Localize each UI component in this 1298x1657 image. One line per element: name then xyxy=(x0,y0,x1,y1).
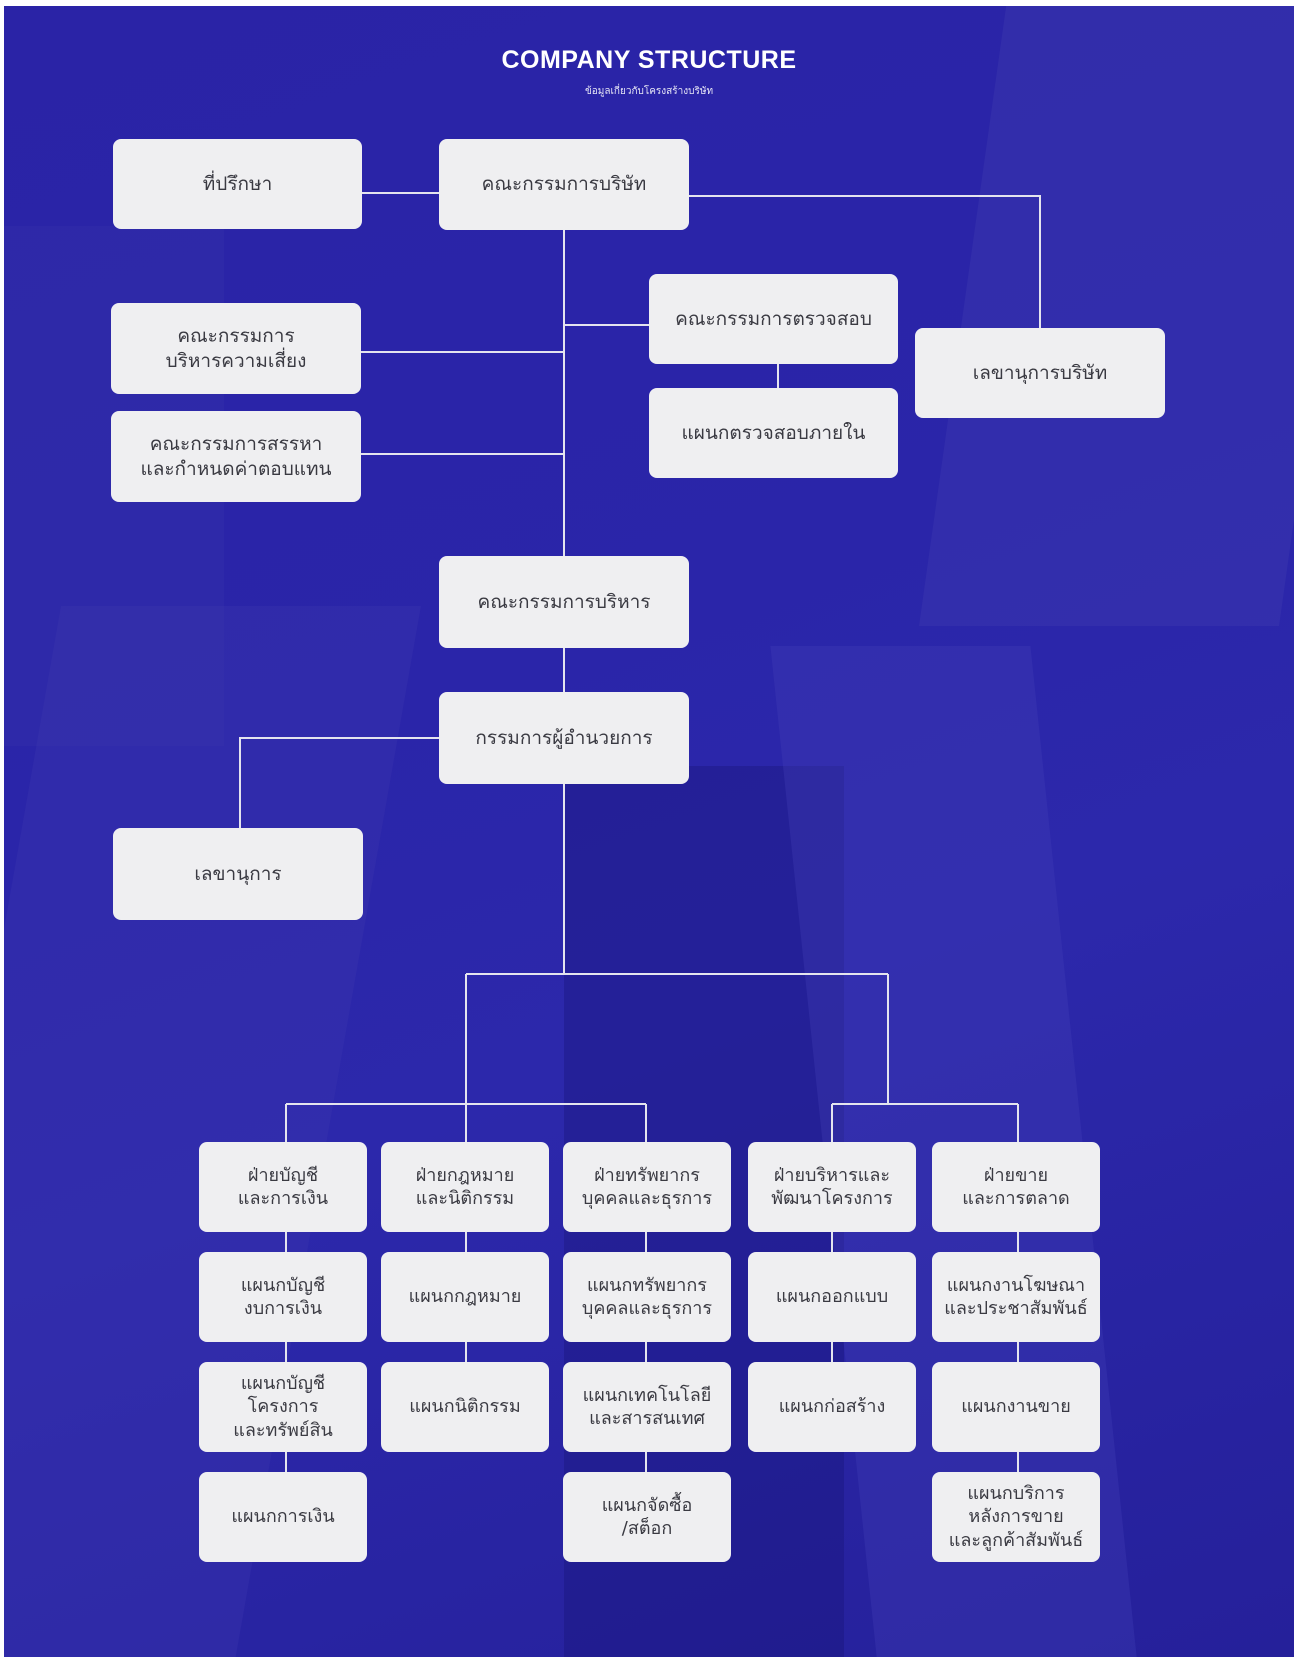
dept-human-resources: แผนกทรัพยากร บุคคลและธุรการ xyxy=(563,1252,731,1342)
dept-label: แผนกงานขาย xyxy=(961,1396,1071,1418)
dept-label: แผนกก่อสร้าง xyxy=(778,1396,886,1418)
node-advisor: ที่ปรึกษา xyxy=(113,139,362,229)
node-secretary: เลขานุการ xyxy=(113,828,363,920)
dept-label: แผนกออกแบบ xyxy=(775,1286,889,1308)
division-sales-marketing: ฝ่ายขาย และการตลาด xyxy=(932,1142,1100,1232)
node-board: คณะกรรมการบริษัท xyxy=(439,139,689,230)
node-internal-audit: แผนกตรวจสอบภายใน xyxy=(649,388,898,478)
chart-title: COMPANY STRUCTURE xyxy=(501,46,797,74)
dept-label: แผนกการเงิน xyxy=(231,1506,335,1528)
dept-advertising-pr: แผนกงานโฆษณา และประชาสัมพันธ์ xyxy=(932,1252,1100,1342)
dept-label: แผนกเทคโนโลยี และสารสนเทศ xyxy=(582,1384,712,1429)
node-label: เลขานุการ xyxy=(194,862,282,885)
dept-information-technology: แผนกเทคโนโลยี และสารสนเทศ xyxy=(563,1362,731,1452)
dept-label: แผนกบัญชี งบการเงิน xyxy=(240,1274,326,1319)
node-label: คณะกรรมการ บริหารความเสี่ยง xyxy=(165,324,307,372)
dept-label: แผนกจัดซื้อ /สต็อก xyxy=(601,1494,693,1539)
node-executive-committee: คณะกรรมการบริหาร xyxy=(439,556,689,648)
dept-project-accounting: แผนกบัญชี โครงการ และทรัพย์สิน xyxy=(199,1362,367,1452)
dept-label: แผนกงานโฆษณา และประชาสัมพันธ์ xyxy=(944,1274,1088,1319)
division-label: ฝ่ายบัญชี และการเงิน xyxy=(237,1164,329,1209)
node-company-secretary: เลขานุการบริษัท xyxy=(915,328,1165,418)
node-risk-committee: คณะกรรมการ บริหารความเสี่ยง xyxy=(111,303,361,394)
dept-construction: แผนกก่อสร้าง xyxy=(748,1362,916,1452)
node-label: คณะกรรมการสรรหา และกำหนดค่าตอบแทน xyxy=(140,432,332,480)
node-managing-director: กรรมการผู้อำนวยการ xyxy=(439,692,689,784)
node-audit-committee: คณะกรรมการตรวจสอบ xyxy=(649,274,898,364)
node-label: เลขานุการบริษัท xyxy=(972,361,1108,384)
chart-subtitle: ข้อมูลเกี่ยวกับโครงสร้างบริษัท xyxy=(584,86,714,97)
dept-juristic-acts: แผนกนิติกรรม xyxy=(381,1362,549,1452)
node-label: คณะกรรมการตรวจสอบ xyxy=(675,307,872,330)
node-label: คณะกรรมการบริหาร xyxy=(477,590,651,613)
division-hr-admin: ฝ่ายทรัพยากร บุคคลและธุรการ xyxy=(563,1142,731,1232)
dept-sales: แผนกงานขาย xyxy=(932,1362,1100,1452)
dept-label: แผนกนิติกรรม xyxy=(409,1396,521,1418)
dept-design: แผนกออกแบบ xyxy=(748,1252,916,1342)
division-label: ฝ่ายขาย และการตลาด xyxy=(962,1164,1070,1209)
dept-label: แผนกบริการ หลังการขาย และลูกค้าสัมพันธ์ xyxy=(948,1482,1084,1551)
division-legal: ฝ่ายกฎหมาย และนิติกรรม xyxy=(381,1142,549,1232)
dept-label: แผนกบัญชี โครงการ และทรัพย์สิน xyxy=(233,1372,333,1441)
dept-law: แผนกกฎหมาย xyxy=(381,1252,549,1342)
node-label: ที่ปรึกษา xyxy=(202,172,273,195)
division-project-development: ฝ่ายบริหารและ พัฒนาโครงการ xyxy=(748,1142,916,1232)
node-label: แผนกตรวจสอบภายใน xyxy=(681,421,866,444)
node-label: คณะกรรมการบริษัท xyxy=(481,173,647,196)
division-label: ฝ่ายทรัพยากร บุคคลและธุรการ xyxy=(581,1164,713,1209)
dept-procurement-stock: แผนกจัดซื้อ /สต็อก xyxy=(563,1472,731,1562)
node-nomination-committee: คณะกรรมการสรรหา และกำหนดค่าตอบแทน xyxy=(111,411,361,502)
dept-financial-statements: แผนกบัญชี งบการเงิน xyxy=(199,1252,367,1342)
dept-label: แผนกกฎหมาย xyxy=(408,1286,522,1308)
dept-after-sales-crm: แผนกบริการ หลังการขาย และลูกค้าสัมพันธ์ xyxy=(932,1472,1100,1562)
division-label: ฝ่ายบริหารและ พัฒนาโครงการ xyxy=(771,1164,893,1209)
division-label: ฝ่ายกฎหมาย และนิติกรรม xyxy=(415,1164,515,1209)
dept-finance: แผนกการเงิน xyxy=(199,1472,367,1562)
org-chart-canvas: COMPANY STRUCTURE ข้อมูลเกี่ยวกับโครงสร้… xyxy=(4,6,1294,1657)
node-label: กรรมการผู้อำนวยการ xyxy=(475,726,653,749)
division-accounting-finance: ฝ่ายบัญชี และการเงิน xyxy=(199,1142,367,1232)
dept-label: แผนกทรัพยากร บุคคลและธุรการ xyxy=(581,1274,713,1319)
